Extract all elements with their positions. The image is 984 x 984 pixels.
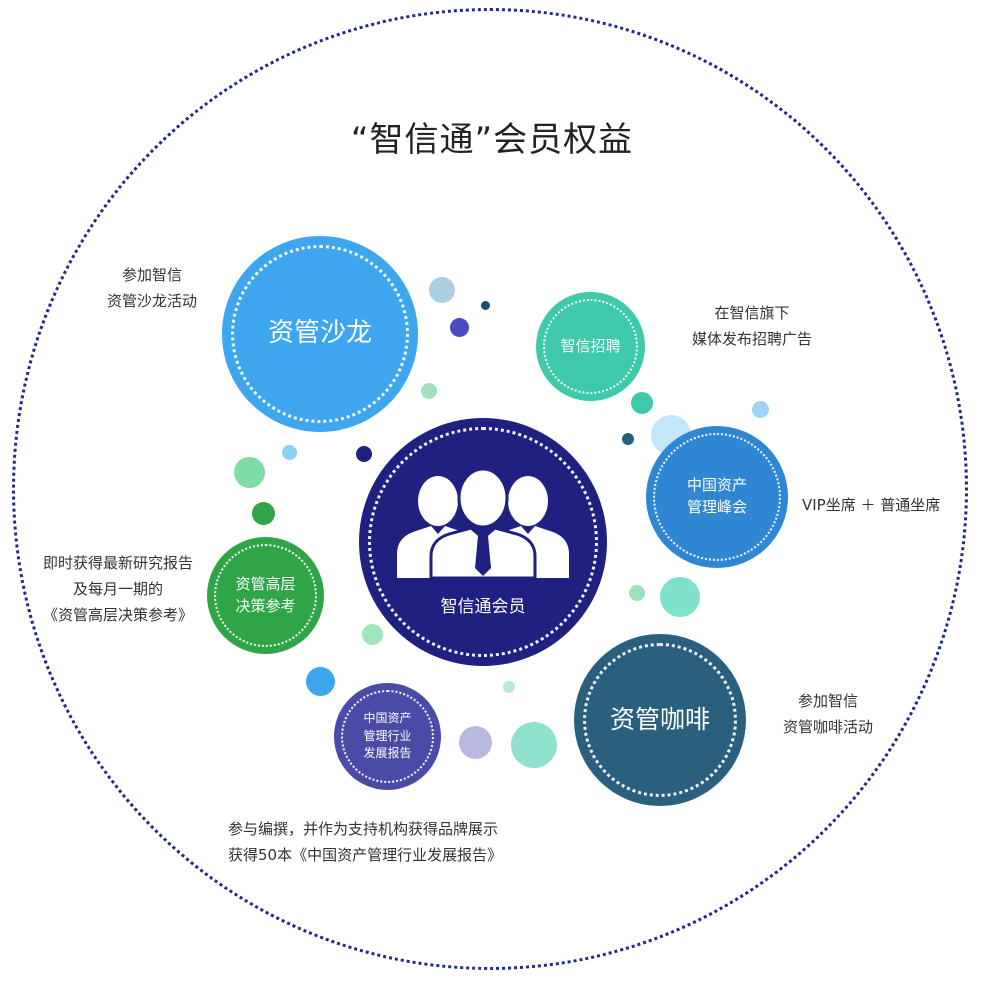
decor-dot [362,624,383,645]
circle-label: 中国资产 管理行业 发展报告 [363,711,412,761]
circle-label: 资管高层 决策参考 [235,574,296,615]
circle-label: 中国资产 管理峰会 [686,476,747,516]
circle-summit: 中国资产 管理峰会 [646,426,788,568]
decor-dot [629,585,645,601]
decor-dot [459,726,492,759]
decor-dot [429,277,455,303]
people-group-icon [397,468,569,578]
decor-dot [503,681,515,693]
circle-label: 智信招聘 [560,336,621,355]
decor-dot [511,722,557,768]
circle-coffee: 资管咖啡 [574,634,746,806]
circle-label: 资管沙龙 [267,318,372,349]
decor-dot [450,318,469,337]
decor-dot [622,433,634,445]
note-coffee: 参加智信 资管咖啡活动 [782,692,873,736]
decor-dot [660,577,700,617]
note-salon: 参加智信 资管沙龙活动 [106,266,197,310]
decor-dot [306,667,335,696]
circle-label: 资管咖啡 [609,704,710,734]
circle-center-member: 智信通会员 [359,418,607,666]
outer-dotted-ring [12,8,968,970]
decor-dot [481,301,490,310]
note-recruit: 在智信旗下 媒体发布招聘广告 [691,304,812,348]
circle-salon: 资管沙龙 [222,236,418,432]
decor-dot [356,446,372,462]
decor-dot [234,457,265,488]
circle-recruit: 智信招聘 [536,292,645,401]
circle-report: 中国资产 管理行业 发展报告 [334,683,441,790]
decor-dot [752,401,769,418]
note-exec: 即时获得最新研究报告 及每月一期的 《资管高层决策参考》 [42,554,193,624]
page-title: “智信通”会员权益 [350,120,634,160]
center-label: 智信通会员 [440,597,526,617]
note-report: 参与编撰，并作为支持机构获得品牌展示 获得50本《中国资产管理行业发展报告》 [228,820,503,864]
circle-exec: 资管高层 决策参考 [207,537,324,654]
decor-dot [252,502,275,525]
decor-dot [631,392,653,414]
decor-dot [421,383,437,399]
decor-dot [282,445,297,460]
note-summit: VIP坐席 ＋ 普通坐席 [802,496,941,514]
